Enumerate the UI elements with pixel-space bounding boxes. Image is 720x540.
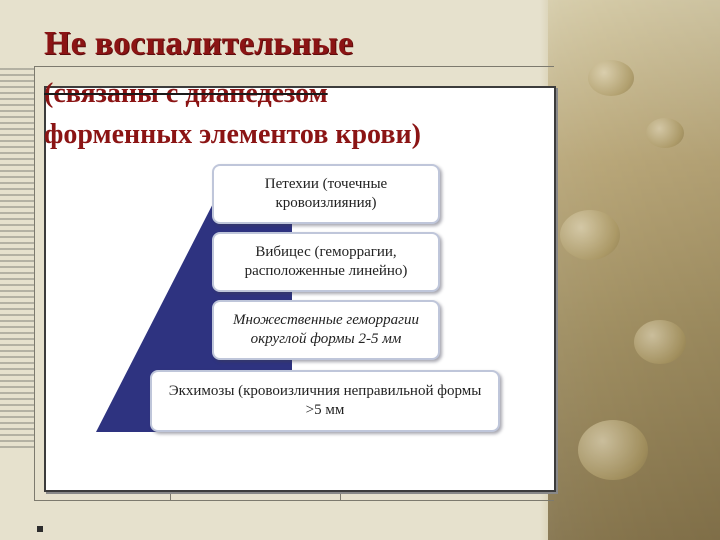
medical-photo-background [548,0,720,540]
pyramid-level-3-text: Множественные геморрагии округлой формы … [233,312,419,347]
slide-subtitle-line-2: форменных элементов крови) [44,119,421,150]
slide-title: Не воспалительные [44,25,354,62]
decorative-stripes [0,68,34,448]
pyramid-level-2-text: Вибицес (геморрагии, расположенные линей… [244,244,408,279]
pyramid-level-3: Множественные геморрагии округлой формы … [212,300,440,360]
pyramid-level-1: Петехии (точечные кровоизлияния) [212,164,440,224]
pyramid-level-4-text: Экхимозы (кровоизличния неправильной фор… [168,383,482,418]
pyramid-level-2: Вибицес (геморрагии, расположенные линей… [212,232,440,292]
pyramid-level-4: Экхимозы (кровоизличния неправильной фор… [150,370,500,432]
slide-subtitle-line-1: (связаны с диапедезом [44,78,328,109]
pyramid-level-1-text: Петехии (точечные кровоизлияния) [264,176,388,211]
slide-bullet-marker [37,526,43,532]
